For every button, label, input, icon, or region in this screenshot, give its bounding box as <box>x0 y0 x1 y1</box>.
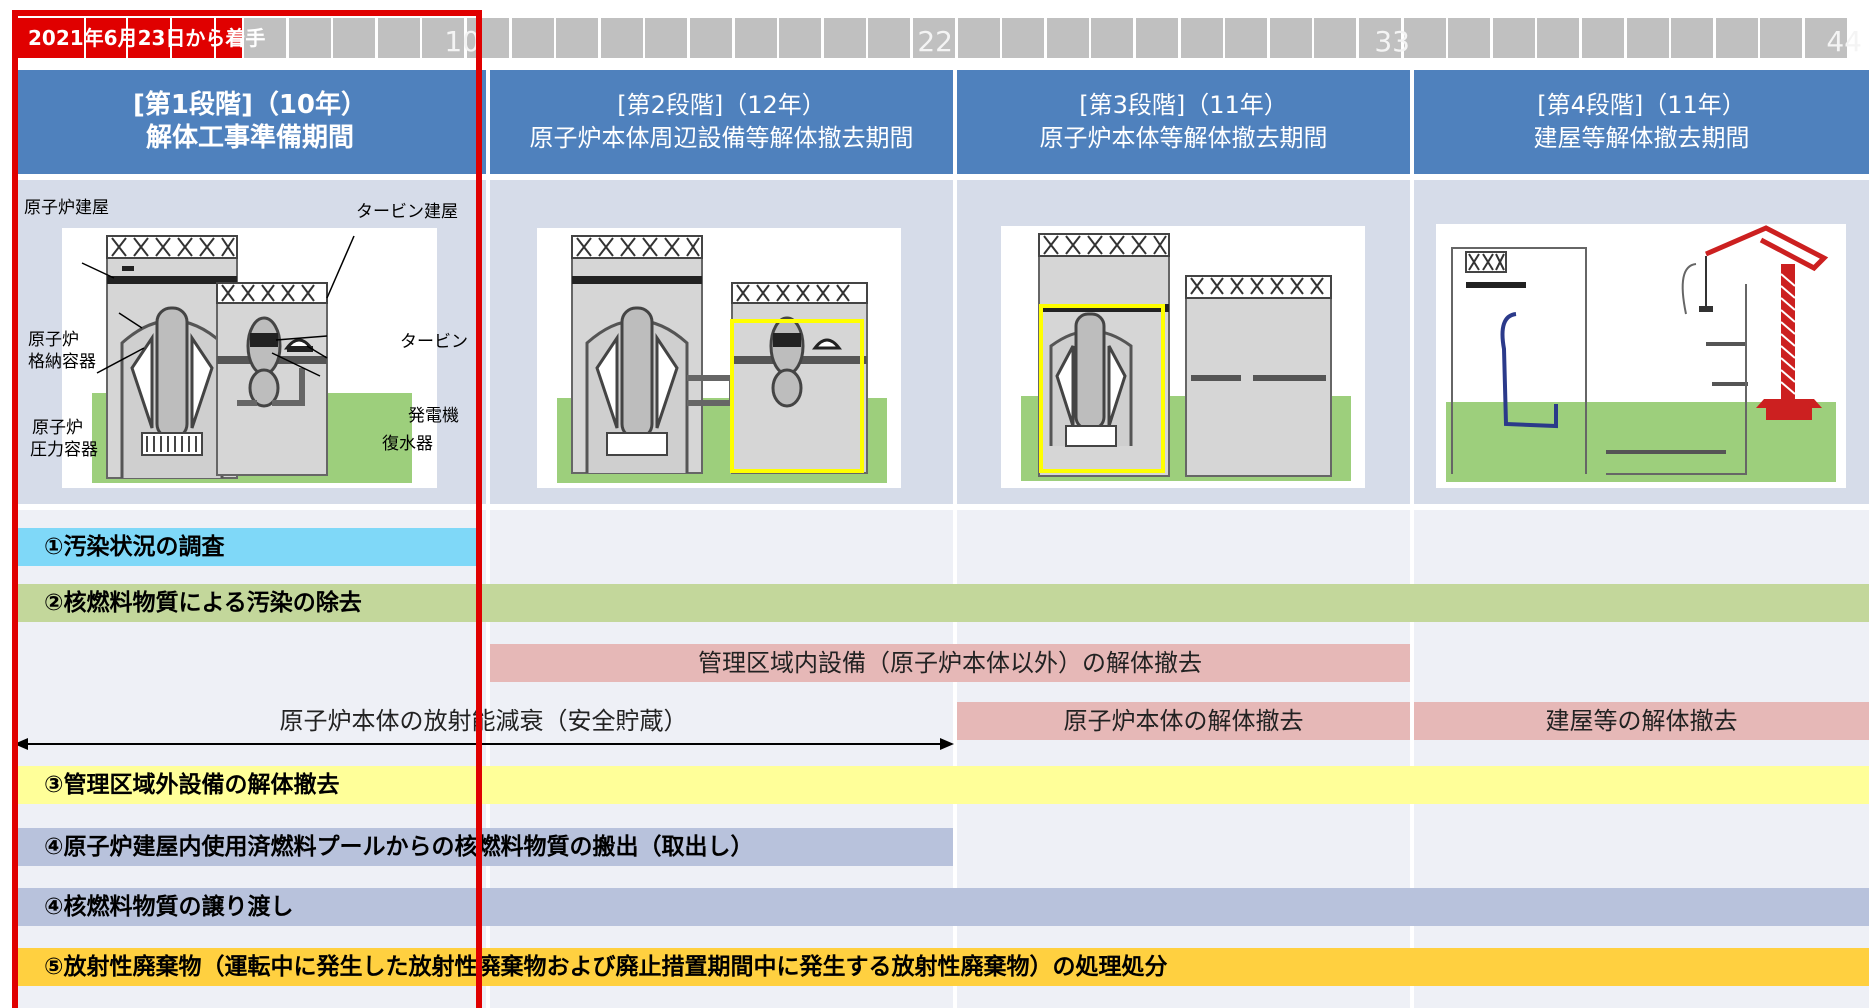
year-cell <box>556 18 599 58</box>
phase-3-title: [第3段階]（11年） <box>1079 91 1288 119</box>
year-cell <box>511 18 554 58</box>
year-cell <box>1805 18 1847 58</box>
year-cell <box>1359 18 1401 58</box>
label-generator: 発電機 <box>408 406 459 426</box>
year-cell <box>1715 18 1758 58</box>
year-cell <box>1537 18 1580 58</box>
phase-3-header: [第3段階]（11年） 原子炉本体等解体撤去期間 <box>957 70 1410 174</box>
start-date-label: 2021年6月23日から着手 <box>14 18 265 58</box>
demolition-diagram <box>1446 225 1836 482</box>
year-cell <box>1269 18 1312 58</box>
year-cell <box>1136 18 1178 58</box>
year-cell <box>1760 18 1803 58</box>
label-reactor-building: 原子炉建屋 <box>24 198 109 218</box>
plant-diagram-phase2 <box>557 235 887 483</box>
label-pressure-vessel-line1: 原子炉 <box>32 418 83 438</box>
start-label-divider <box>84 18 86 58</box>
phase-2-plant-illustration <box>537 228 901 488</box>
task-safe-storage: 原子炉本体の放射能減衰（安全貯蔵） <box>279 707 688 735</box>
year-cell <box>779 18 822 58</box>
phase-2-subtitle: 原子炉本体周辺設備等解体撤去期間 <box>529 124 914 152</box>
task-outside-controlled-area: ③管理区域外設備の解体撤去 <box>14 766 1869 804</box>
task-decontamination: ②核燃料物質による汚染の除去 <box>14 584 1869 622</box>
task-building-dismantling: 建屋等の解体撤去 <box>1414 702 1869 740</box>
year-cell <box>244 18 286 58</box>
label-condenser: 復水器 <box>382 434 433 454</box>
task-spent-fuel-removal: ④原子炉建屋内使用済燃料プールからの核燃料物質の搬出（取出し） <box>14 828 953 866</box>
year-cell <box>467 18 509 58</box>
year-cell <box>377 18 420 58</box>
year-cell <box>1582 18 1624 58</box>
year-cell <box>1002 18 1045 58</box>
year-cell <box>1046 18 1089 58</box>
year-cell <box>1314 18 1357 58</box>
start-label-divider <box>214 18 216 58</box>
plant-diagram-phase3 <box>1021 233 1351 481</box>
phase-4-header: [第4段階]（11年） 建屋等解体撤去期間 <box>1414 70 1869 174</box>
year-cell <box>1448 18 1491 58</box>
year-cell <box>1626 18 1669 58</box>
year-cell <box>422 18 465 58</box>
year-cell <box>645 18 688 58</box>
year-cell <box>868 18 911 58</box>
year-cell <box>288 18 331 58</box>
plant-diagram-full <box>81 235 412 483</box>
start-label-divider <box>170 18 172 58</box>
year-cell <box>1403 18 1446 58</box>
phase-1-highlight-frame <box>12 10 482 1008</box>
label-turbine-building: タービン建屋 <box>356 202 458 222</box>
phase-2-header: [第2段階]（12年） 原子炉本体周辺設備等解体撤去期間 <box>490 70 953 174</box>
phase-1-title: [第1段階]（10年） <box>132 90 368 120</box>
phase-1-subtitle: 解体工事準備期間 <box>145 123 354 153</box>
year-cell <box>1180 18 1223 58</box>
year-cell <box>823 18 866 58</box>
year-cell <box>1225 18 1268 58</box>
year-cell <box>690 18 732 58</box>
year-cell <box>1671 18 1714 58</box>
task-contamination-survey: ①汚染状況の調査 <box>14 528 482 566</box>
year-cell <box>957 18 1000 58</box>
phase-3-subtitle: 原子炉本体等解体撤去期間 <box>1039 124 1328 152</box>
label-containment-line1: 原子炉 <box>28 330 79 350</box>
safe-storage-duration-arrow <box>14 738 954 750</box>
label-turbine: タービン <box>400 332 468 352</box>
phase-1-plant-illustration <box>62 228 437 488</box>
year-marker-44: 44 <box>1826 25 1862 58</box>
task-reactor-dismantling: 原子炉本体の解体撤去 <box>957 702 1410 740</box>
label-containment-line2: 格納容器 <box>28 352 96 372</box>
year-cell <box>600 18 643 58</box>
year-cell <box>1091 18 1134 58</box>
year-marker-10: 10 <box>444 25 480 58</box>
label-pressure-vessel-line2: 圧力容器 <box>30 440 98 460</box>
phase-2-title: [第2段階]（12年） <box>617 91 826 119</box>
task-controlled-area-dismantling: 管理区域内設備（原子炉本体以外）の解体撤去 <box>490 644 1410 682</box>
year-marker-22: 22 <box>917 25 953 58</box>
phase-3-plant-illustration <box>1001 226 1365 488</box>
phase-4-title: [第4段階]（11年） <box>1537 91 1746 119</box>
year-cell <box>333 18 376 58</box>
phase-4-demolition-illustration <box>1436 224 1846 488</box>
task-fuel-transfer: ④核燃料物質の譲り渡し <box>14 888 1869 926</box>
year-cell <box>913 18 955 58</box>
year-marker-33: 33 <box>1374 25 1410 58</box>
start-label-divider <box>126 18 128 58</box>
year-cell <box>734 18 777 58</box>
phase-4-subtitle: 建屋等解体撤去期間 <box>1533 124 1750 152</box>
year-cell <box>1492 18 1535 58</box>
task-radioactive-waste-disposal: ⑤放射性廃棄物（運転中に発生した放射性廃棄物および廃止措置期間中に発生する放射性… <box>14 948 1869 986</box>
phase-1-header: [第1段階]（10年） 解体工事準備期間 <box>14 70 486 174</box>
